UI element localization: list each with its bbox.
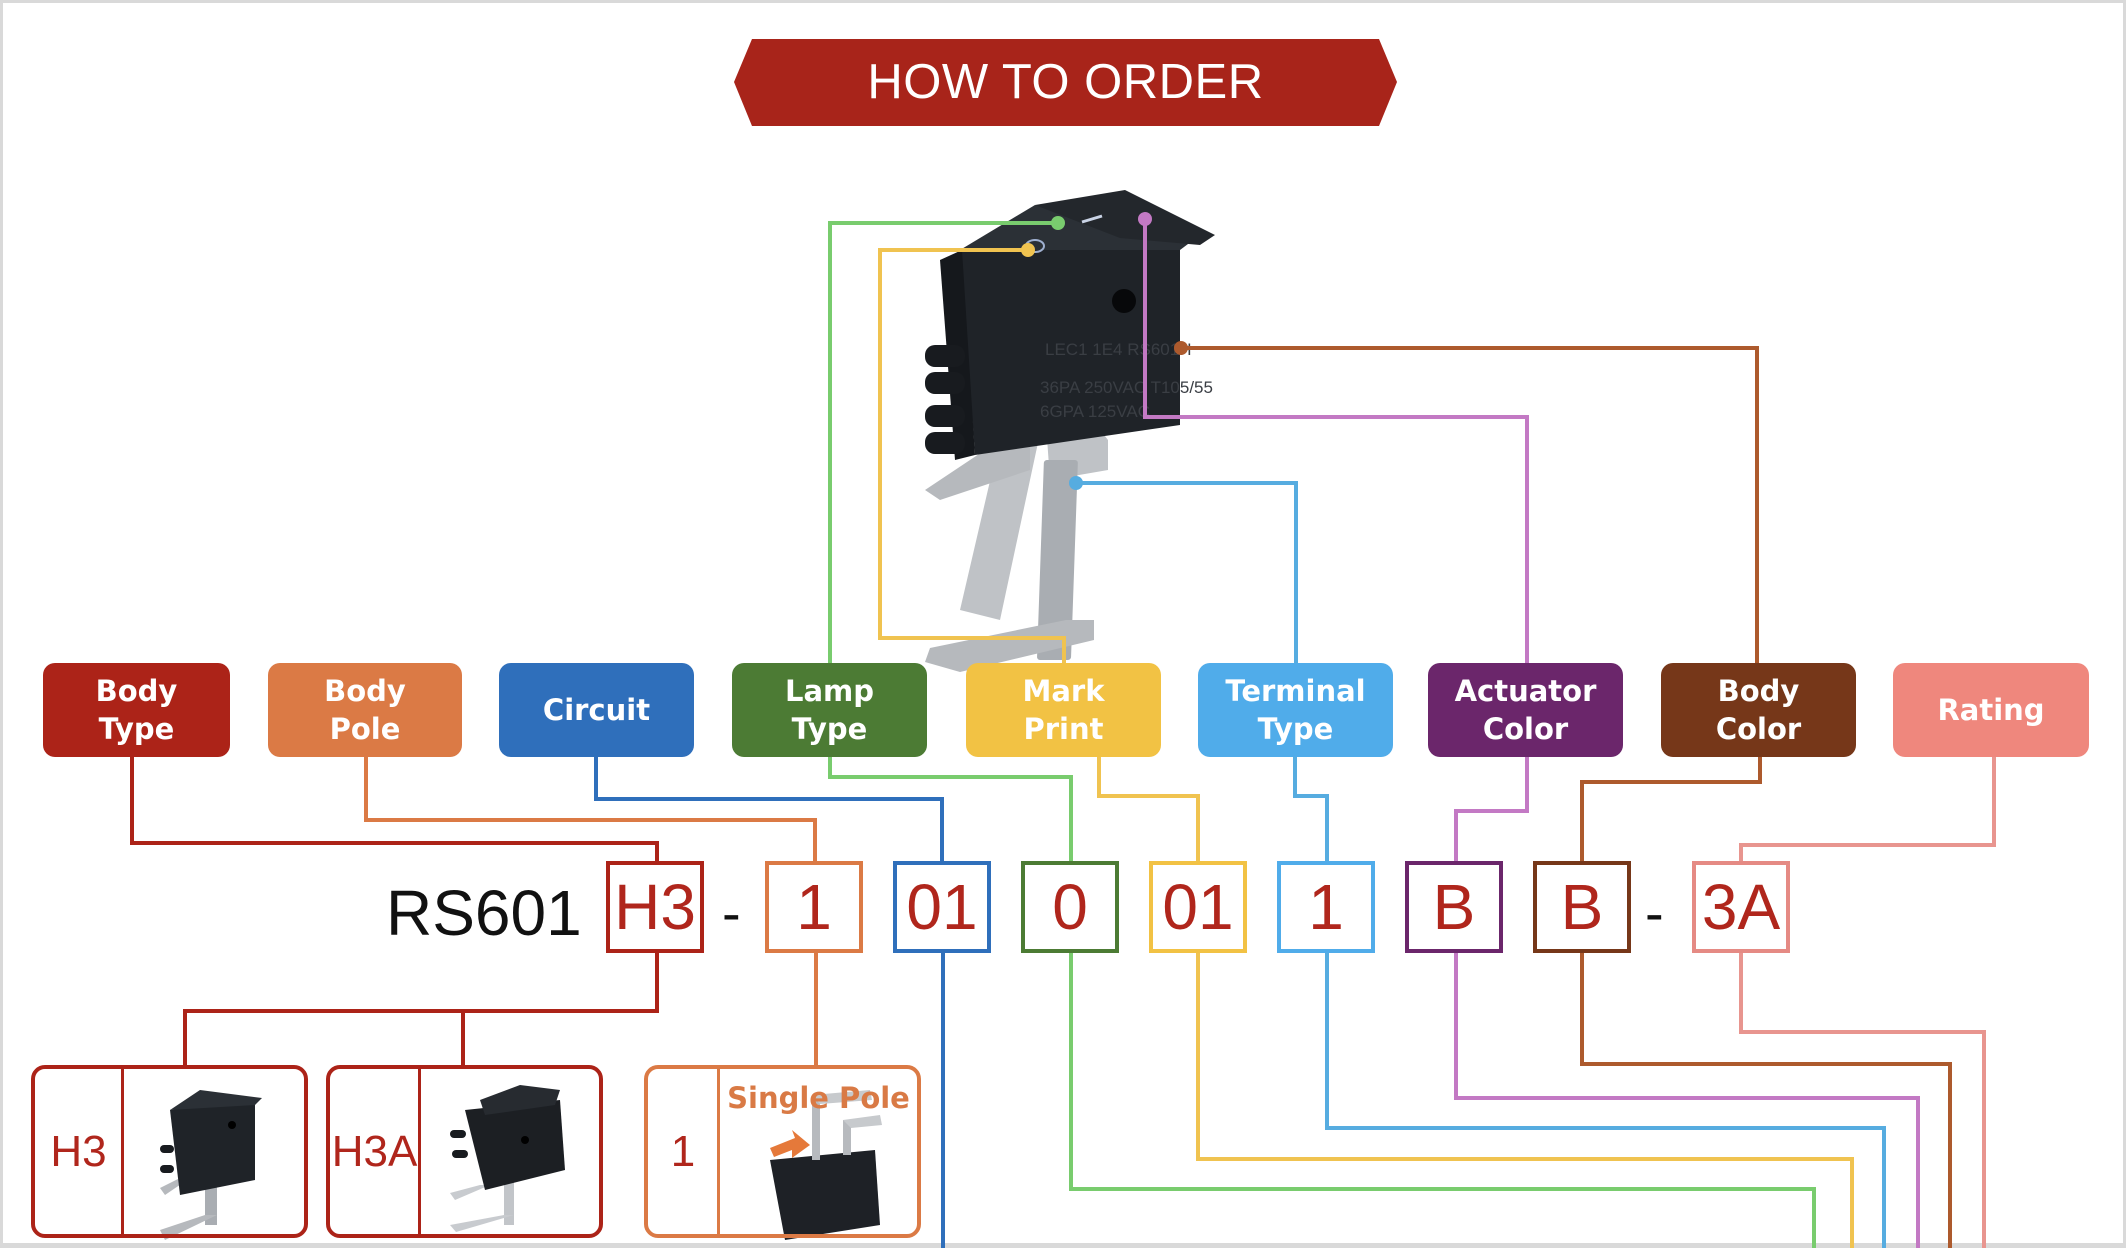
- rocker-switch-photo: LEC1 1E4 RS601H 36PA 250VAC T105/55 6GPA…: [925, 190, 1215, 672]
- h3-switch-photo: [160, 1090, 262, 1240]
- leader-rating-code: [1739, 757, 1996, 861]
- actuator-color-dot: [1138, 212, 1152, 226]
- category-body-color: Body Color: [1661, 663, 1856, 757]
- how-to-order-banner: HOW TO ORDER: [734, 39, 1397, 126]
- option-code: H3A: [331, 1126, 418, 1176]
- banner-title: HOW TO ORDER: [867, 55, 1264, 109]
- leader-actuator-color: [1143, 219, 1529, 663]
- category-circuit: Circuit: [499, 663, 694, 757]
- category-lamp-type: Lamp Type: [732, 663, 927, 757]
- option-link-actuator: [1454, 953, 1920, 1248]
- code-rating: 3A: [1692, 861, 1790, 953]
- option-link-body-color: [1580, 953, 1952, 1248]
- option-code: H3: [50, 1126, 107, 1176]
- leader-body-color: [1181, 346, 1759, 663]
- code-terminal-type: 1: [1277, 861, 1375, 953]
- option-card-single-pole: 1 Single Pole: [644, 1065, 921, 1238]
- code-lamp-type: 0: [1021, 861, 1119, 953]
- part-number-separator-2: -: [1645, 881, 1664, 944]
- option-code: 1: [670, 1126, 696, 1176]
- category-actuator-color: Actuator Color: [1428, 663, 1623, 757]
- card-divider: [418, 1069, 421, 1234]
- svg-text:36PA 250VAC T105/55: 36PA 250VAC T105/55: [1040, 378, 1213, 397]
- svg-text:LEC1 1E4 RS601H: LEC1 1E4 RS601H: [1045, 340, 1191, 359]
- leader-actuator-code: [1454, 757, 1529, 861]
- leader-terminal-code: [1293, 757, 1329, 861]
- option-link-lamp: [1069, 953, 1816, 1248]
- mark-print-dot: [1021, 243, 1035, 257]
- leader-terminal-type: [1076, 481, 1298, 663]
- option-link-body-type: [183, 953, 659, 1065]
- category-terminal-type: Terminal Type: [1198, 663, 1393, 757]
- leader-body-type: [130, 757, 659, 861]
- body-color-dot: [1174, 341, 1188, 355]
- card-divider: [717, 1069, 720, 1234]
- category-mark-print: Mark Print: [966, 663, 1161, 757]
- single-pole-switch-photo: [770, 1090, 882, 1240]
- terminal-type-dot: [1069, 476, 1083, 490]
- category-body-type: Body Type: [43, 663, 230, 757]
- code-body-type: H3: [606, 861, 704, 953]
- svg-text:6GPA 125VAC: 6GPA 125VAC: [1040, 402, 1150, 421]
- code-body-color: B: [1533, 861, 1631, 953]
- option-link-mark: [1196, 953, 1854, 1248]
- leader-mark-print-code: [1097, 757, 1200, 861]
- option-card-h3: H3: [31, 1065, 308, 1238]
- part-number-separator: -: [722, 881, 741, 944]
- code-circuit: 01: [893, 861, 991, 953]
- option-card-h3a: H3A: [326, 1065, 603, 1238]
- leader-mark-print: [878, 248, 1066, 663]
- option-link-terminal: [1325, 953, 1886, 1248]
- leader-lamp-type: [828, 221, 1073, 861]
- category-rating: Rating: [1893, 663, 2089, 757]
- code-body-pole: 1: [765, 861, 863, 953]
- code-actuator-color: B: [1405, 861, 1503, 953]
- leader-circuit: [594, 757, 944, 861]
- option-title: Single Pole: [727, 1081, 910, 1115]
- h3a-switch-photo: [450, 1085, 565, 1232]
- card-divider: [121, 1069, 124, 1234]
- option-link-rating: [1739, 953, 1986, 1248]
- lamp-type-dot: [1051, 216, 1065, 230]
- code-mark-print: 01: [1149, 861, 1247, 953]
- banner-shape: [734, 39, 1397, 126]
- leader-body-pole: [364, 757, 817, 861]
- leader-body-color-code: [1580, 757, 1762, 861]
- part-number-prefix: RS601: [386, 877, 582, 949]
- category-body-pole: Body Pole: [268, 663, 462, 757]
